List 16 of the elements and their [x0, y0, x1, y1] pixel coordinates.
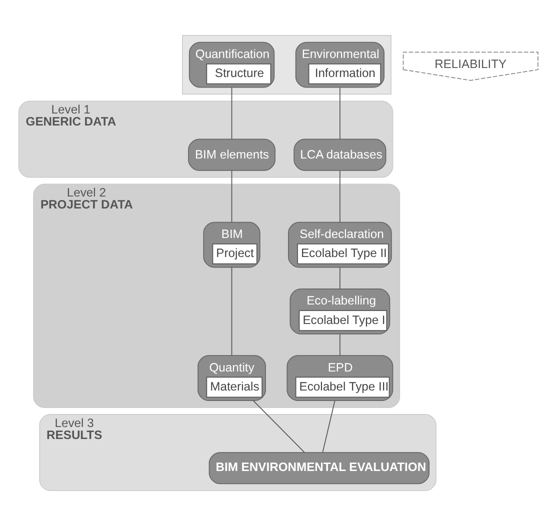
connector [231, 266, 232, 356]
node-box: EPD Ecolabel Type III [286, 354, 394, 401]
cluster [182, 34, 392, 94]
node-box: Self-declaration Ecolabel Type II [288, 221, 392, 268]
node-box: Quantification Structure [188, 41, 275, 88]
connector [252, 400, 305, 452]
node-box: Eco-labelling Ecolabel Type I [290, 288, 390, 334]
connector [231, 86, 232, 139]
node-box: BIM ENVIRONMENTAL EVALUATION [208, 452, 430, 484]
node-box: Environmental Information [295, 41, 385, 88]
node-box: BIM Project [203, 221, 260, 268]
node-box: Quantity Materials [198, 354, 266, 401]
connector [231, 170, 232, 222]
node-box: BIM elements [188, 138, 276, 170]
node-box: LCA databases [294, 138, 386, 170]
connector [322, 400, 336, 452]
